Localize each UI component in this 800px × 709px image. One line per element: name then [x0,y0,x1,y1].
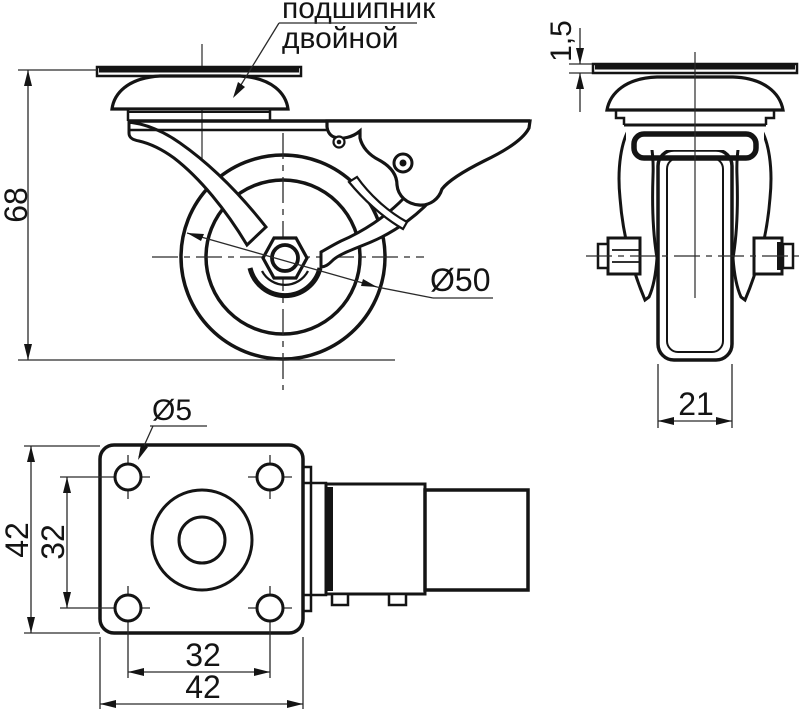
axle-bore [270,243,300,273]
dimension-plate-width: 42 [99,637,304,709]
hub-cup [247,267,323,299]
brake-pivot-pin-small [336,139,342,145]
annotation-line1: подшипник [282,0,436,25]
pedal-foot-left [330,592,350,607]
dimension-height-68: 68 [0,69,395,361]
pedal-housing-edge [326,487,333,591]
annotation-line2: двойной [282,22,399,55]
dim-hole-spacing-vertical-text: 32 [35,524,71,560]
mounting-hole [255,593,285,623]
swivel-boss-inner [177,515,227,565]
brake-pivot-pin-large [399,159,407,167]
dim-plate-height-text: 42 [0,522,35,558]
swivel-dome [110,74,290,111]
dim-hole-spacing-horizontal-text: 32 [185,637,221,673]
dim-wheel-diameter-text: Ø50 [430,262,490,298]
dim-plate-thickness-text: 1,5 [545,20,578,62]
mounting-holes [60,455,292,678]
collar-step-left [614,110,626,125]
side-view: 1,5 21 [545,20,799,428]
pedal-foot-right [387,592,408,607]
collar-step-right [764,110,776,125]
top-view: Ø5 42 32 32 [0,394,530,709]
pedal-bracket-band [309,481,328,597]
dim-wheel-width-text: 21 [678,386,714,422]
mounting-hole [113,462,143,492]
front-view: 68 Ø50 подшипник двойной [0,0,532,390]
mounting-plate-top [98,443,305,635]
dim-plate-width-text: 42 [185,669,221,705]
dimension-wheel-diameter: Ø50 [186,232,493,299]
dimension-hole-spacing-vertical: 32 [35,477,71,608]
dimension-hole-diameter: Ø5 [138,394,207,460]
bearing-annotation: подшипник двойной [233,0,436,98]
mounting-plate-front-face [99,68,299,73]
brake-pedal-plate [423,488,530,592]
fork-left-leg [127,120,269,248]
hub-inner-ring [260,270,310,287]
pedal-housing [324,482,427,596]
dim-hole-diameter-text: Ø5 [152,394,192,427]
dimension-wheel-width: 21 [657,364,733,428]
mounting-hole [255,462,285,492]
swivel-boss-outer [150,488,254,592]
dimension-hole-spacing-horizontal: 32 [128,637,270,676]
dimension-plate-thickness: 1,5 [545,20,592,112]
brake-spring [347,175,409,231]
mounting-hole [113,593,143,623]
dim-height-text: 68 [0,187,34,223]
dimension-plate-height: 42 [0,445,100,634]
